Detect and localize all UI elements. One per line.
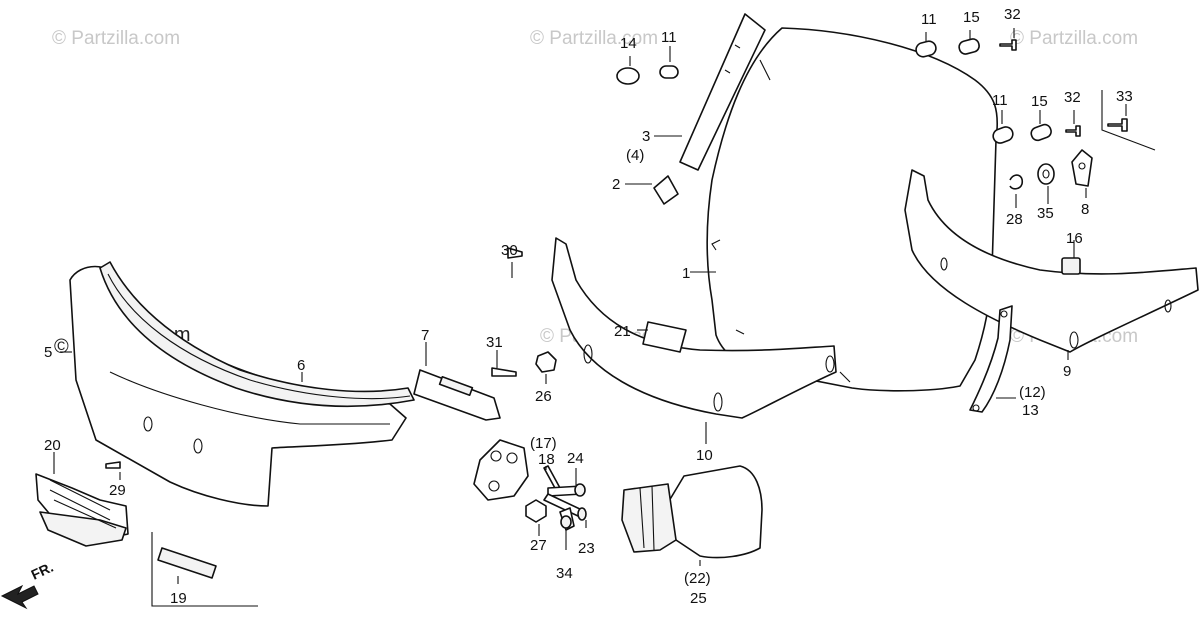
screw-part-31 [491, 367, 517, 377]
callout-2: 2 [612, 176, 620, 193]
leader-lines [53, 28, 1127, 584]
bolt-part-23 [543, 493, 587, 521]
watermark-copyright-symbol: © [54, 336, 69, 358]
bracket-part-7 [413, 369, 501, 421]
emblem-part-20 [35, 473, 129, 547]
front-direction-label: FR. [29, 559, 56, 583]
bolt-part-34 [559, 507, 575, 531]
callout-16: 16 [1066, 230, 1083, 247]
callout-15: 15 [1031, 93, 1048, 110]
washer-part-35 [1037, 163, 1055, 185]
bracket-arm-part-13 [969, 305, 1013, 413]
badge-part-19 [151, 532, 258, 607]
screw-part-30 [507, 247, 523, 259]
screw-part-29 [105, 461, 121, 469]
trim-strip-part-3 [679, 13, 766, 171]
watermark: © Partzilla.com [530, 28, 658, 49]
windshield-part-1 [706, 27, 999, 392]
callout-34: 34 [556, 565, 573, 582]
callout-28: 28 [1006, 211, 1023, 228]
callout-29: 29 [109, 482, 126, 499]
sticker-part-21 [642, 321, 687, 353]
callout-24: 24 [567, 450, 584, 467]
callout-26: 26 [535, 388, 552, 405]
callout-17: (17) [530, 435, 557, 452]
right-strip-part-9 [904, 169, 1199, 353]
callout-21: 21 [614, 323, 631, 340]
label-part-2 [653, 175, 679, 205]
washer-part-15 [958, 38, 1052, 142]
callout-18: 18 [538, 451, 555, 468]
callout-3: 3 [642, 128, 650, 145]
callout-19: 19 [170, 590, 187, 607]
callout-11: 11 [661, 29, 677, 46]
callout-4: (4) [626, 147, 644, 164]
callout-14: 14 [620, 35, 637, 52]
front-direction-arrow-icon: FR. [0, 559, 56, 610]
trim-strip-part-6 [99, 261, 415, 408]
callout-27: 27 [530, 537, 547, 554]
grommet-part-11 [659, 40, 1014, 144]
callout-31: 31 [486, 334, 503, 351]
callout-6: 6 [297, 357, 305, 374]
lower-strip-part-10 [551, 237, 837, 419]
callout-33: 33 [1116, 88, 1133, 105]
callout-5: 5 [44, 344, 52, 361]
mount-plate-part-17 [473, 439, 529, 501]
callout-32: 32 [1004, 6, 1021, 23]
callout-1: 1 [682, 265, 690, 282]
mirror-part-25 [621, 465, 763, 559]
grommet-part-14 [616, 67, 640, 85]
bracket-part-8 [1071, 149, 1093, 187]
callout-9: 9 [1063, 363, 1071, 380]
watermark: © Partzilla.com [1010, 28, 1138, 49]
callout-10: 10 [696, 447, 713, 464]
callout-23: 23 [578, 540, 595, 557]
nut-part-16 [1061, 257, 1081, 275]
callout-13: 13 [1022, 402, 1039, 419]
callout-32: 32 [1064, 89, 1081, 106]
screw-part-32 [999, 39, 1081, 137]
watermark: © Partzilla.com [52, 28, 180, 49]
nut-part-26 [535, 351, 557, 373]
nut-part-27 [525, 499, 547, 523]
callout-35: 35 [1037, 205, 1054, 222]
callout-25: 25 [690, 590, 707, 607]
callout-15: 15 [963, 9, 980, 26]
callout-20: 20 [44, 437, 61, 454]
clip-part-28 [1009, 174, 1024, 190]
callout-8: 8 [1081, 201, 1089, 218]
callout-11: 11 [921, 11, 937, 28]
callout-30: 30 [501, 242, 518, 259]
callout-7: 7 [421, 327, 429, 344]
screw-part-33 [1101, 90, 1156, 151]
callout-labels: 1 2 3 (4) 5 6 7 8 9 10 11 11 11 (12) 13 … [44, 6, 1133, 607]
callout-11: 11 [992, 92, 1008, 109]
callout-22: (22) [684, 570, 711, 587]
callout-12: (12) [1019, 384, 1046, 401]
